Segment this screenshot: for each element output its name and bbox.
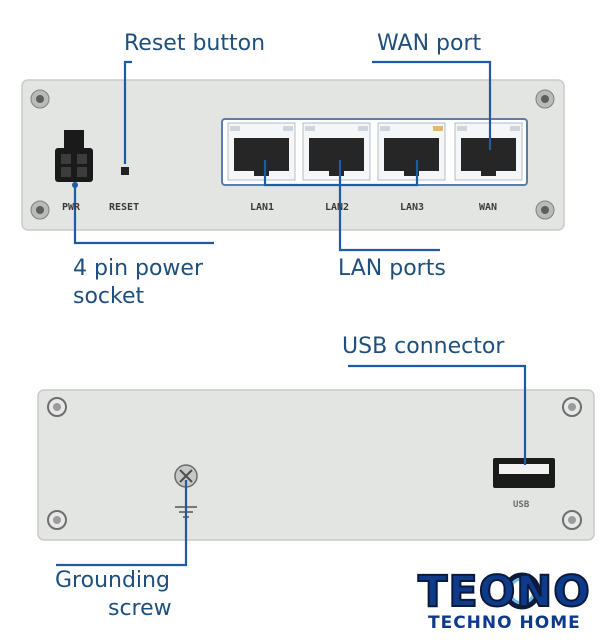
front-screw-top-right: [535, 89, 555, 109]
pwr-label: PWR: [62, 202, 81, 213]
teono-logo-text: TEONO: [417, 567, 591, 617]
reset-label: RESET: [109, 202, 140, 213]
usb-label: USB: [513, 500, 530, 510]
back-screw-top-right: [562, 397, 582, 417]
port-lan1: [227, 122, 296, 181]
port-lan3: [377, 122, 446, 181]
lan3-label: LAN3: [400, 202, 425, 213]
port-lan2: [302, 122, 371, 181]
grounding-screw: [174, 464, 198, 488]
lan-ports-callout: LAN ports: [338, 256, 446, 281]
port-wan: [454, 122, 523, 181]
front-screw-bottom-right: [535, 200, 555, 220]
leader-wan: [372, 60, 492, 150]
front-screw-bottom-left: [30, 200, 50, 220]
leader-ground: [56, 480, 188, 567]
wan-label: WAN: [479, 202, 498, 213]
ethernet-ports: [227, 122, 523, 181]
grounding-screw-callout-line2: screw: [108, 596, 172, 621]
techno-home-text: TECHNO HOME: [428, 613, 581, 633]
power-leader-dot: [72, 182, 78, 188]
front-panel: [21, 79, 565, 231]
back-screw-bottom-right: [562, 510, 582, 530]
power-socket-callout-line1: 4 pin power: [73, 256, 204, 281]
teono-logo-emblem: [503, 572, 541, 610]
reset-button-callout: Reset button: [124, 31, 266, 56]
power-socket-callout-line2: socket: [73, 284, 145, 309]
usb-connector-callout: USB connector: [342, 334, 505, 359]
back-screw-top-left: [47, 397, 67, 417]
usb-port: [493, 458, 555, 488]
lan2-label: LAN2: [325, 202, 350, 213]
front-screw-top-left: [30, 89, 50, 109]
leader-lan2: [338, 160, 440, 252]
leader-reset: [123, 60, 132, 164]
leader-lines: [56, 60, 527, 567]
lan1-label: LAN1: [250, 202, 275, 213]
back-panel: [37, 389, 595, 541]
grounding-screw-callout-line1: Grounding: [55, 568, 170, 593]
leader-usb: [348, 364, 527, 465]
power-socket: [55, 130, 93, 182]
reset-hole: [121, 167, 129, 175]
leader-power: [73, 186, 214, 245]
back-screw-bottom-left: [47, 510, 67, 530]
wan-port-callout: WAN port: [377, 31, 482, 56]
